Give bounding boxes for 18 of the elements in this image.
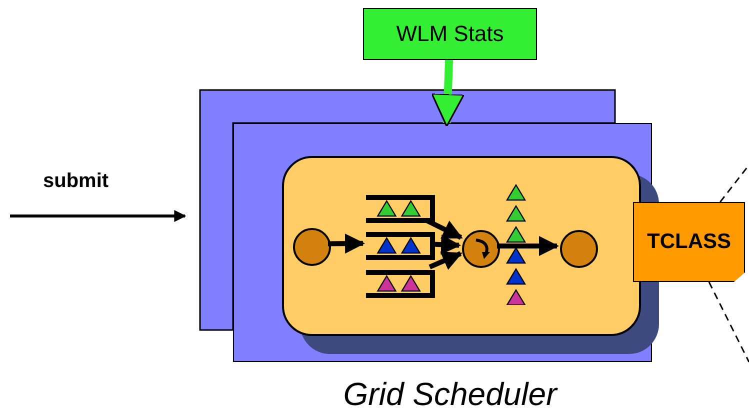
queue-drawing [366,270,435,298]
dispatcher-circle [462,230,500,268]
queue-drawing [366,232,435,260]
caption: Grid Scheduler [342,376,559,413]
node-text: TCLASS [647,230,731,254]
process-circle [293,228,331,266]
arrow [328,234,365,254]
queue-drawing [366,195,435,223]
process-circle [560,230,598,268]
arrow [431,60,465,127]
arrow [497,236,559,256]
dashed-line [708,282,749,362]
arrow [428,251,462,270]
note-box [633,202,745,282]
stats-box [363,8,537,60]
node-text: WLM Stats [396,21,504,47]
arrow-label: submit [43,170,109,193]
arrow [424,218,463,240]
